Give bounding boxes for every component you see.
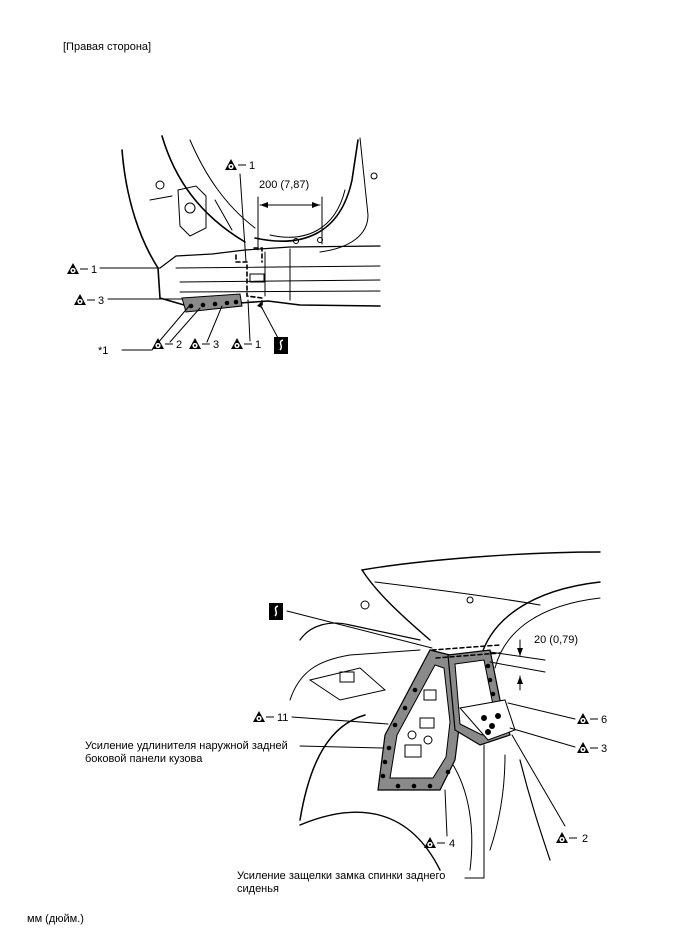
callout-3-left: 3	[98, 295, 104, 307]
figure1-dashes	[80, 164, 252, 345]
spot-weld-icon	[231, 338, 243, 349]
seatback-latch-reinforcement-label: Усиление защелки замка спинки заднего си…	[237, 870, 446, 895]
spot-weld-icon	[253, 711, 265, 722]
side-label: [Правая сторона]	[63, 41, 152, 53]
callout-1-left: 1	[91, 264, 97, 276]
callout-4: 4	[449, 838, 455, 850]
spot-weld-icon	[556, 832, 568, 843]
callout-2-bottom: 2	[176, 339, 182, 351]
callout-1-bottom: 1	[255, 339, 261, 351]
star-label: *1	[98, 345, 108, 357]
callout-6: 6	[601, 714, 607, 726]
cut-symbol-icon	[274, 337, 288, 354]
figure2-callout-numbers: 11 6 3 4 2 20 (0,79)	[277, 634, 607, 850]
spot-weld-icon	[189, 338, 201, 349]
spot-weld-icon	[577, 742, 589, 753]
dimension-20: 20 (0,79)	[534, 634, 578, 646]
callout-11: 11	[277, 712, 288, 724]
spot-weld-icon	[424, 837, 436, 848]
spot-weld-icon	[577, 713, 589, 724]
figure1-weld-symbols	[67, 159, 288, 354]
callout-3: 3	[601, 743, 607, 755]
spot-weld-icon	[152, 338, 164, 349]
units-label: мм (дюйм.)	[27, 913, 84, 925]
spot-weld-icon	[225, 159, 237, 170]
figure1-callout-numbers: 1 1 3 2 3 1 *1 200 (7,87)	[91, 160, 309, 357]
spot-weld-icon	[67, 263, 79, 274]
dimension-200: 200 (7,87)	[259, 179, 309, 191]
figure2-drawing	[286, 551, 601, 879]
callout-3-bottom: 3	[213, 339, 219, 351]
figure1-drawing	[99, 135, 381, 351]
callout-1-top: 1	[249, 160, 255, 172]
callout-2: 2	[582, 833, 588, 845]
spot-weld-icon	[74, 294, 86, 305]
cut-symbol-icon	[269, 603, 283, 620]
figure2-dashes	[266, 716, 598, 844]
figure2-weld-symbols	[253, 603, 589, 848]
reinforcement-extension-label: Усиление удлинителя наружной задней боко…	[85, 740, 288, 765]
